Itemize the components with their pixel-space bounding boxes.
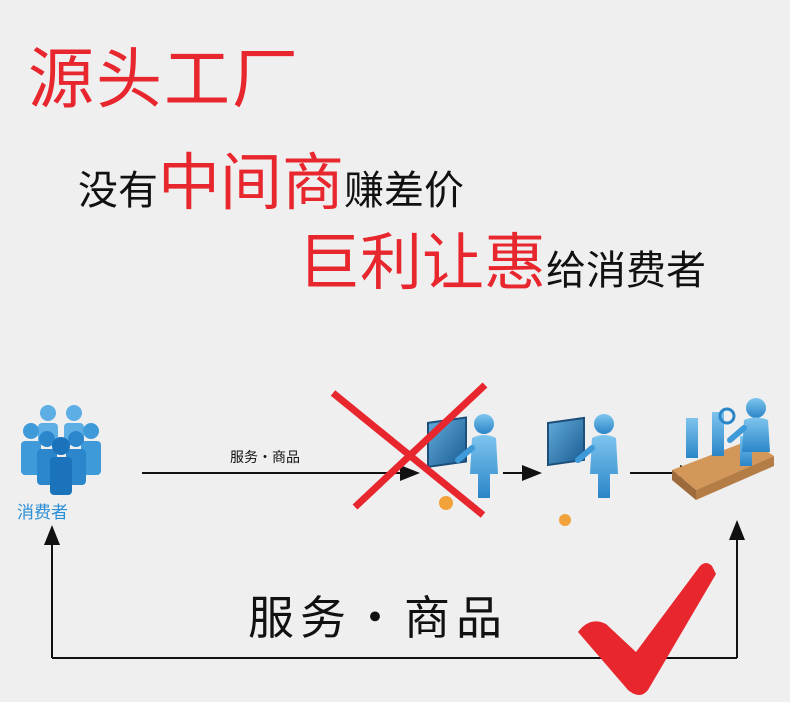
- headline-line3-suffix: 给消费者: [546, 248, 707, 294]
- headline-line2-prefix: 没有: [78, 168, 158, 214]
- headline-line2-suffix: 赚差价: [344, 168, 465, 214]
- check-mark-icon: [578, 563, 716, 695]
- headline-line2-emphasis: 中间商: [158, 146, 345, 219]
- agent-icon: [547, 414, 618, 526]
- factory-icon: [672, 398, 774, 500]
- headline-no-middleman: 没有中间商赚差价: [78, 132, 464, 222]
- arrow-consumer-to-middleman: [142, 465, 420, 481]
- consumer-label: 消费者: [17, 503, 68, 523]
- headline-line3-emphasis: 巨利让惠: [298, 226, 547, 299]
- arrow-middleman-to-agent: [503, 465, 542, 481]
- bottom-edge-label: 服务・商品: [248, 591, 508, 645]
- headline-source-factory: 源头工厂: [28, 41, 300, 118]
- consumers-icon: [21, 405, 101, 495]
- top-edge-label: 服务・商品: [230, 450, 300, 466]
- cross-mark-icon: [330, 382, 488, 518]
- headline-benefit: 巨利让惠给消费者: [298, 212, 706, 302]
